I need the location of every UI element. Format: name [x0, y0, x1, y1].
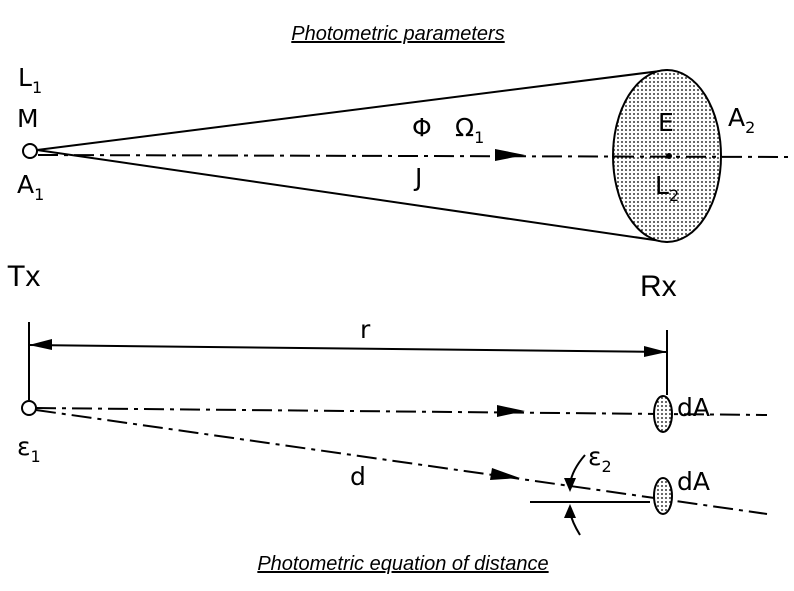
optical-axis — [37, 154, 791, 158]
direct-path — [35, 407, 768, 416]
r-dimension-line — [28, 344, 668, 353]
label-A2: A2 — [728, 103, 755, 137]
source-point — [22, 143, 38, 159]
receiver-element-upper — [653, 395, 673, 433]
receiver-element-lower — [653, 477, 673, 515]
label-L1: L1 — [18, 63, 42, 97]
slanted-path-arrow — [490, 468, 520, 480]
caption-top: Photometric parameters — [291, 23, 504, 45]
label-epsilon1: ε1 — [17, 432, 41, 466]
top-diagram: L1 M A1 Φ Ω1 J E A2 L2 — [17, 63, 791, 243]
label-phi: Φ — [412, 113, 432, 142]
label-d: d — [350, 462, 366, 491]
epsilon2-arrow-lower — [564, 504, 576, 518]
label-Tx: Tx — [7, 260, 40, 293]
transmitter-point — [21, 400, 37, 416]
bottom-diagram: Tx Rx r dA dA d ε1 ε2 — [7, 260, 768, 536]
r-arrow-left — [29, 339, 52, 350]
r-arrow-right — [644, 346, 667, 357]
slanted-path — [35, 409, 768, 515]
caption-bottom: Photometric equation of distance — [257, 553, 548, 575]
label-A1: A1 — [17, 170, 44, 204]
label-epsilon2: ε2 — [588, 442, 612, 476]
label-omega1: Ω1 — [455, 113, 484, 147]
cone-upper-edge — [36, 69, 669, 151]
label-L2: L2 — [655, 171, 679, 205]
label-Rx: Rx — [640, 270, 677, 303]
label-E: E — [658, 108, 674, 137]
label-M: M — [17, 104, 39, 133]
label-r: r — [360, 315, 371, 344]
label-dA-upper: dA — [677, 393, 710, 422]
label-J: J — [413, 163, 422, 192]
direct-path-arrow — [497, 405, 525, 417]
epsilon2-arrow-upper — [564, 478, 576, 492]
disc-center-dot — [666, 153, 672, 159]
axis-arrow — [495, 149, 525, 161]
cone-lower-edge — [36, 149, 669, 243]
label-dA-lower: dA — [677, 467, 710, 496]
